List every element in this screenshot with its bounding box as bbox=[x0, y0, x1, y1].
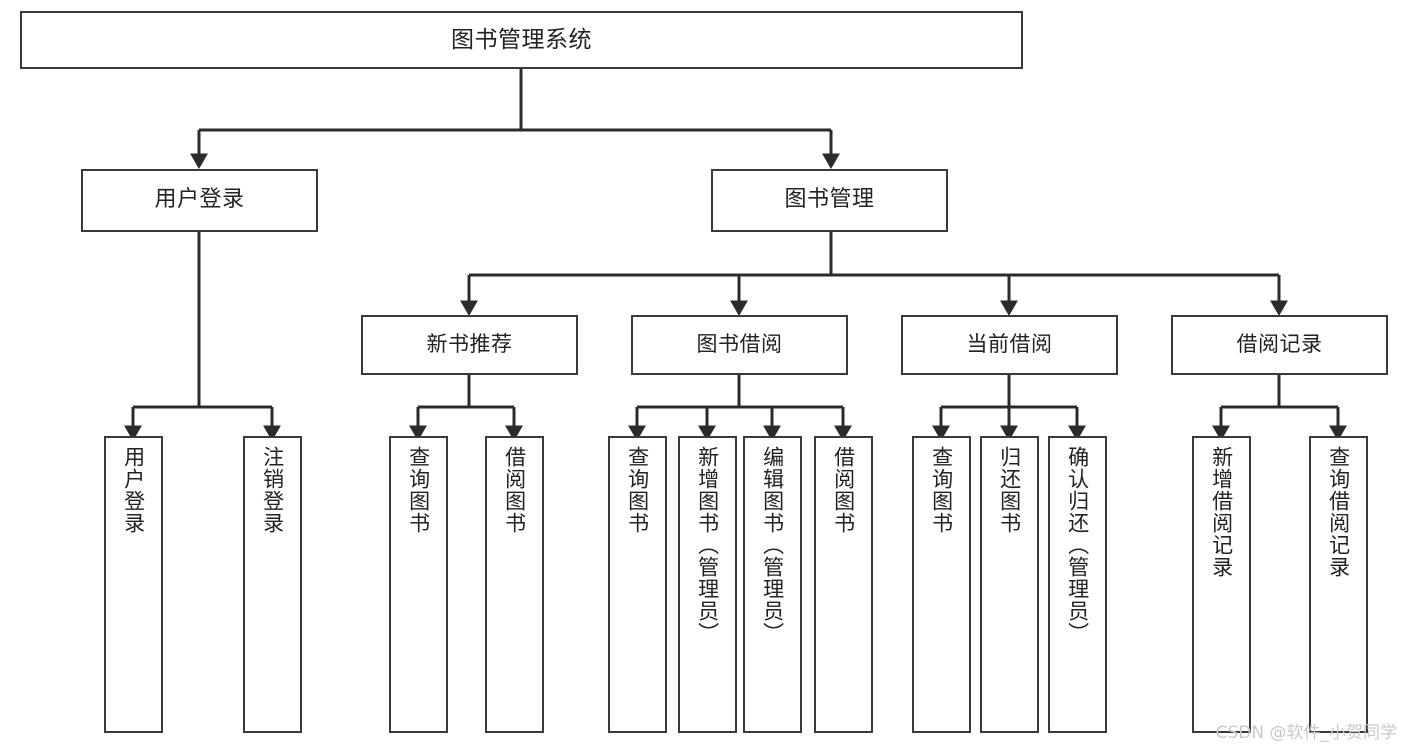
node-label: 用户登录 bbox=[154, 187, 245, 213]
node-label: 查询图书 bbox=[625, 446, 650, 534]
node-book-management[interactable]: 图书管理 bbox=[711, 169, 948, 232]
leaf-book-borrow-lend[interactable]: 借阅图书 bbox=[814, 436, 873, 733]
node-label: 确认归还（管理员） bbox=[1065, 446, 1090, 644]
node-label: 新增图书（管理员） bbox=[695, 446, 720, 644]
leaf-book-borrow-add[interactable]: 新增图书（管理员） bbox=[678, 436, 737, 733]
node-label: 新增借阅记录 bbox=[1209, 446, 1234, 578]
node-label: 图书管理系统 bbox=[451, 26, 592, 53]
leaf-new-book-query[interactable]: 查询图书 bbox=[389, 436, 448, 733]
node-label: 借阅图书 bbox=[502, 446, 527, 534]
node-label: 借阅图书 bbox=[831, 446, 856, 534]
leaf-borrow-record-add[interactable]: 新增借阅记录 bbox=[1192, 436, 1251, 733]
node-label: 借阅记录 bbox=[1236, 332, 1323, 357]
node-label: 图书管理 bbox=[784, 187, 875, 213]
node-new-book-recommend[interactable]: 新书推荐 bbox=[361, 315, 578, 375]
node-borrow-record[interactable]: 借阅记录 bbox=[1171, 315, 1388, 375]
leaf-borrow-record-query[interactable]: 查询借阅记录 bbox=[1309, 436, 1368, 733]
node-label: 查询图书 bbox=[929, 446, 954, 534]
node-label: 归还图书 bbox=[997, 446, 1022, 534]
leaf-new-book-borrow[interactable]: 借阅图书 bbox=[485, 436, 544, 733]
leaf-book-borrow-query[interactable]: 查询图书 bbox=[608, 436, 667, 733]
leaf-current-borrow-return[interactable]: 归还图书 bbox=[980, 436, 1039, 733]
node-label: 查询借阅记录 bbox=[1326, 446, 1351, 578]
leaf-current-borrow-query[interactable]: 查询图书 bbox=[912, 436, 971, 733]
node-label: 图书借阅 bbox=[696, 332, 783, 357]
node-user-login[interactable]: 用户登录 bbox=[81, 169, 318, 232]
node-root-system[interactable]: 图书管理系统 bbox=[20, 11, 1023, 69]
leaf-current-borrow-confirm-return[interactable]: 确认归还（管理员） bbox=[1048, 436, 1107, 733]
leaf-user-login-signout[interactable]: 注销登录 bbox=[243, 436, 302, 733]
node-label: 查询图书 bbox=[406, 446, 431, 534]
node-current-borrow[interactable]: 当前借阅 bbox=[901, 315, 1118, 375]
node-label: 当前借阅 bbox=[966, 332, 1053, 357]
leaf-user-login-signin[interactable]: 用户登录 bbox=[104, 436, 163, 733]
node-label: 新书推荐 bbox=[426, 332, 513, 357]
node-label: 注销登录 bbox=[260, 446, 285, 534]
node-book-borrow[interactable]: 图书借阅 bbox=[631, 315, 848, 375]
csdn-watermark: CSDN @软件_小贺同学 bbox=[1215, 723, 1397, 743]
node-label: 编辑图书（管理员） bbox=[760, 446, 785, 644]
leaf-book-borrow-edit[interactable]: 编辑图书（管理员） bbox=[743, 436, 802, 733]
node-label: 用户登录 bbox=[121, 446, 146, 534]
